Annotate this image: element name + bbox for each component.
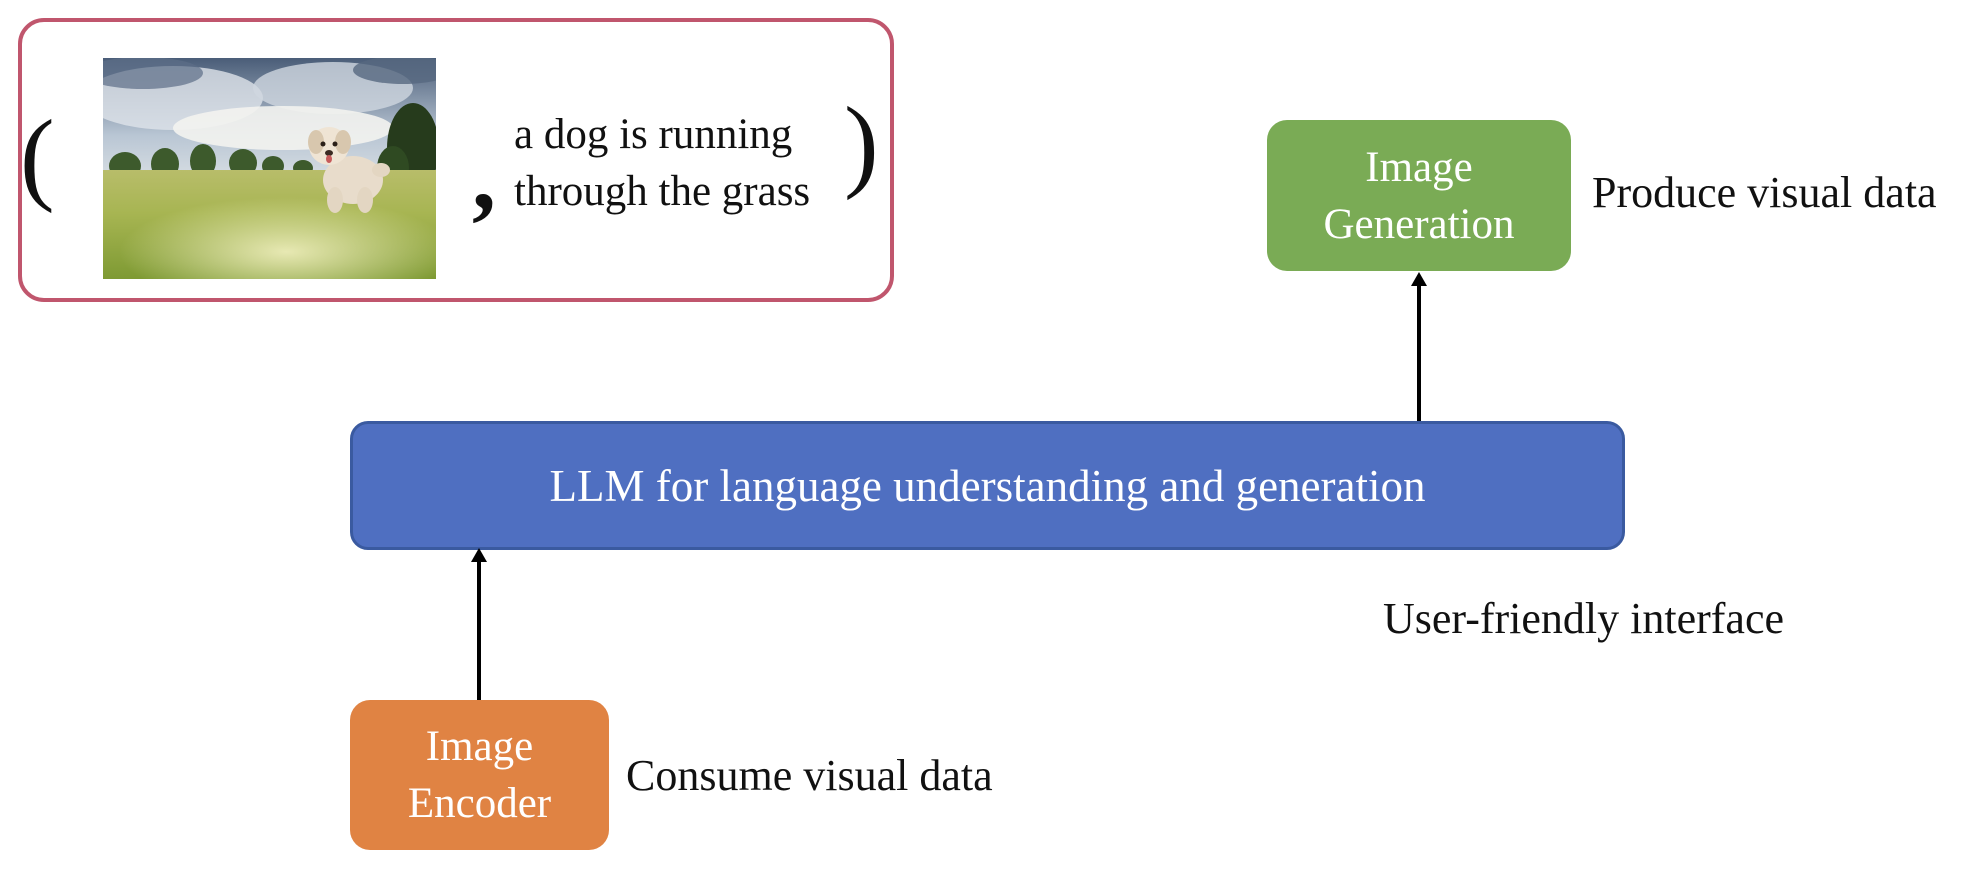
caption-line-1: a dog is running (514, 111, 793, 158)
image-text-pair-box (18, 18, 894, 302)
image-generation-line-1: Image (1365, 143, 1473, 191)
separator-comma: , (472, 122, 496, 229)
close-parenthesis: ) (844, 86, 879, 201)
arrow-up-icon (471, 548, 487, 562)
llm-box-label: LLM for language understanding and gener… (549, 460, 1426, 511)
image-encoder-line-2: Encoder (407, 780, 552, 827)
arrow-llm-to-generation (1411, 272, 1427, 421)
produce-visual-data-label: Produce visual data (1592, 168, 1937, 217)
image-encoder-box: Image Encoder (350, 700, 609, 850)
llm-box: LLM for language understanding and gener… (350, 421, 1625, 550)
open-parenthesis: ( (20, 99, 55, 214)
dog-photo (103, 58, 436, 279)
user-friendly-interface-label: User-friendly interface (1383, 594, 1785, 643)
image-generation-box: Image Generation (1267, 120, 1571, 271)
consume-visual-data-label: Consume visual data (626, 751, 993, 800)
arrow-encoder-to-llm (471, 548, 487, 700)
example-caption: a dog is running through the grass (514, 106, 810, 220)
dog-photo-illustration (103, 58, 436, 279)
image-generation-line-2: Generation (1323, 200, 1515, 248)
arrow-up-icon (1411, 272, 1427, 286)
dog-shape (308, 127, 390, 213)
caption-line-2: through the grass (514, 168, 811, 215)
image-encoder-line-1: Image (425, 723, 534, 770)
